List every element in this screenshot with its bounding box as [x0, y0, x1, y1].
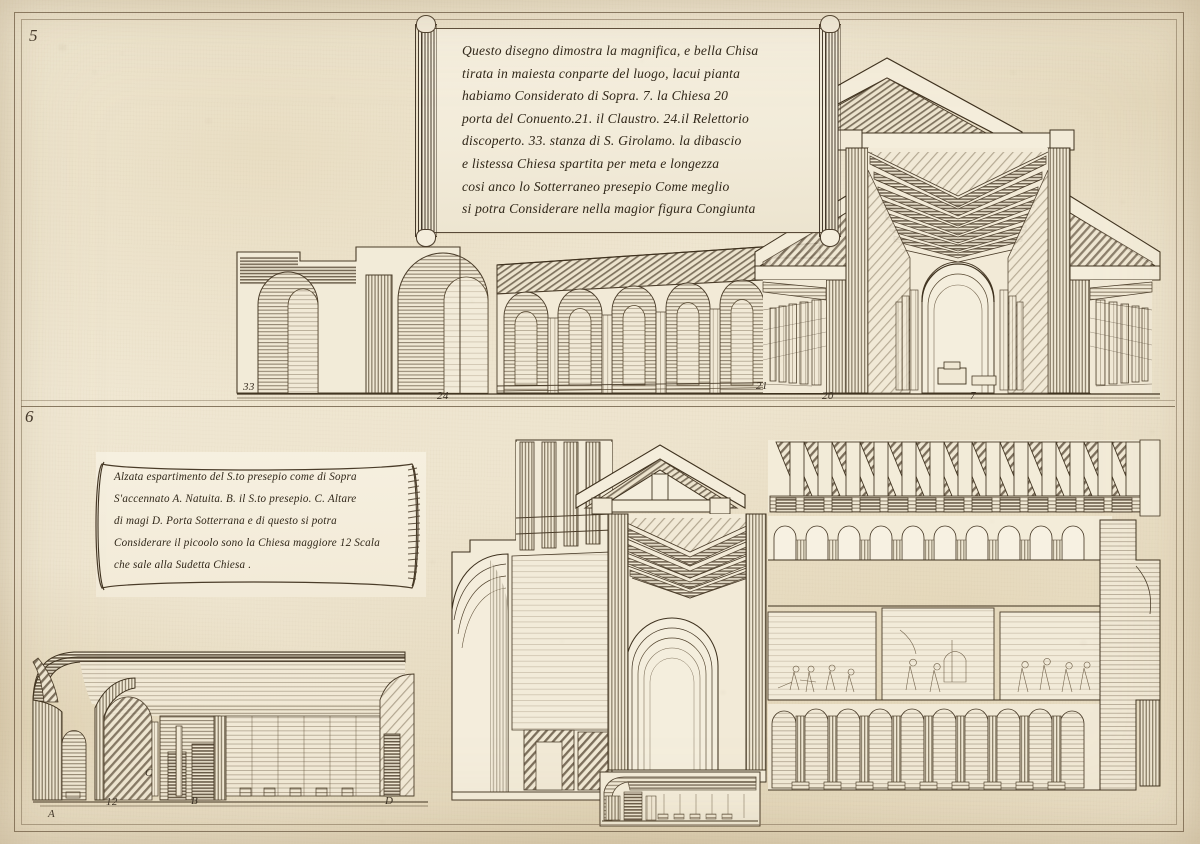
caption-line: tirata in maiesta conparte del luogo, la… [462, 65, 741, 81]
cartouche-top-text: Questo disegno dimostra la magnifica, e … [418, 28, 838, 233]
foxing-spot [700, 140, 705, 144]
foxing-spot [40, 690, 46, 695]
cloth-cartouche-bottom: Alzata espartimento del S.to presepio co… [95, 452, 426, 597]
reference-label-24: 24 [437, 390, 449, 402]
reference-label-B: B [191, 795, 199, 807]
caption-line: habiamo Considerato di Sopra. 7. la Chie… [462, 88, 729, 104]
caption-line: Alzata espartimento del S.to presepio co… [114, 471, 357, 483]
foxing-spot [330, 96, 335, 100]
foxing-spot [160, 470, 167, 476]
scroll-roll-right-icon [819, 15, 841, 247]
plate-frame-outer [14, 12, 1184, 832]
reference-label-7: 7 [970, 390, 976, 402]
caption-line: Questo disegno dimostra la magnifica, e … [462, 43, 759, 58]
foxing-spot [430, 560, 435, 564]
plate-frame-inner [21, 19, 1177, 825]
foxing-spot [58, 44, 67, 52]
caption-line: Considerare il picoolo sono la Chiesa ma… [114, 537, 380, 549]
cartouche-bottom-text: Alzata espartimento del S.to presepio co… [96, 452, 426, 597]
foxing-spot [205, 118, 212, 124]
caption-line: e listessa Chiesa spartita per meta e lo… [462, 155, 720, 171]
caption-line: S'accennato A. Natuita. B. il S.to prese… [114, 493, 357, 505]
foxing-spot [900, 760, 905, 764]
foxing-spot [1120, 200, 1125, 204]
panel-divider [21, 406, 1175, 407]
caption-line: porta del Conuento.21. il Claustro. 24.i… [462, 110, 750, 126]
reference-label-A: A [48, 808, 56, 820]
foxing-spot [1080, 640, 1087, 646]
caption-line: si potra Considerare nella magior figura… [462, 201, 756, 217]
foxing-spot [720, 690, 726, 695]
cartouche-body [418, 28, 838, 233]
scroll-cartouche-top: Questo disegno dimostra la magnifica, e … [415, 15, 841, 247]
reference-label-21: 21 [756, 380, 768, 392]
reference-label-20: 20 [822, 390, 834, 402]
plate-number-bottom: 6 [25, 407, 34, 426]
foxing-spot [1010, 70, 1016, 75]
caption-line: di magi D. Porta Sotterrana e di questo … [114, 515, 337, 527]
foxing-spot [92, 70, 97, 74]
reference-label-C: C [145, 767, 153, 779]
caption-line: che sale alla Sudetta Chiesa . [114, 559, 252, 571]
foxing-spot [380, 820, 385, 824]
panel-divider-hairline [21, 400, 1175, 401]
caption-line: cosi anco lo Sotterraneo presepio Come m… [462, 178, 730, 194]
scroll-roll-left-icon [415, 15, 437, 247]
plate-number-top: 5 [29, 26, 38, 45]
reference-label-D: D [385, 795, 394, 807]
caption-line: discoperto. 33. stanza di S. Girolamo. l… [462, 133, 742, 149]
reference-label-12: 12 [106, 796, 118, 808]
foxing-spot [1150, 430, 1155, 434]
reference-label-33: 33 [243, 381, 255, 393]
